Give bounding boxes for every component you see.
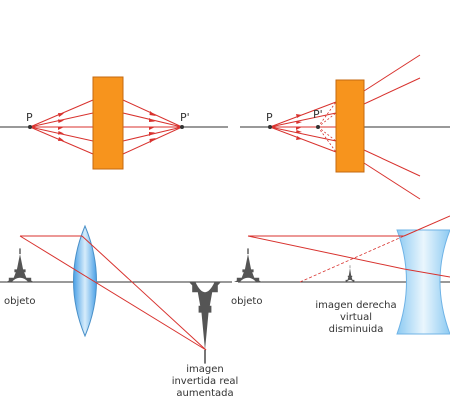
converging-lens-icon <box>73 224 97 338</box>
point-p-prime-marker <box>180 125 184 129</box>
object-label: objeto <box>4 296 35 307</box>
image-caption-line-1: imagen derecha <box>315 300 396 311</box>
label-p-prime: P' <box>180 111 190 124</box>
glass-plate-icon <box>92 76 124 170</box>
label-p: P <box>26 111 33 124</box>
eiffel-tower-icon <box>5 247 35 283</box>
light-rays-2 <box>269 54 421 200</box>
eiffel-tower-icon <box>233 247 263 283</box>
virtual-ray-extensions <box>317 101 337 153</box>
point-p-marker <box>268 125 272 129</box>
converging-lens-panel: objeto imagen invertida real aumentada <box>0 224 239 399</box>
glass-plate-icon <box>335 79 365 173</box>
object-label: objeto <box>231 296 262 307</box>
image-caption-line-3: disminuida <box>329 324 384 335</box>
eiffel-tower-icon <box>187 280 223 366</box>
plate-virtual-image-panel: P P' <box>240 54 450 200</box>
image-caption-line-2: virtual <box>340 312 372 323</box>
diverging-lens-icon <box>396 229 450 335</box>
eiffel-tower-icon <box>344 264 356 283</box>
light-rays-4 <box>247 215 450 278</box>
plate-real-image-panel: P P' <box>0 76 228 170</box>
light-rays-1 <box>29 99 183 155</box>
point-p-prime-marker <box>316 125 320 129</box>
image-caption-line-3: aumentada <box>176 388 233 399</box>
label-p-prime: P' <box>313 108 323 121</box>
point-p-marker <box>28 125 32 129</box>
label-p: P <box>266 111 273 124</box>
image-caption-line-1: imagen <box>186 364 224 375</box>
image-caption-line-2: invertida real <box>172 376 239 387</box>
diverging-lens-panel: objeto imagen derecha virtual disminuida <box>231 215 450 335</box>
virtual-ray-extensions <box>299 235 405 283</box>
light-rays-3 <box>19 235 207 351</box>
